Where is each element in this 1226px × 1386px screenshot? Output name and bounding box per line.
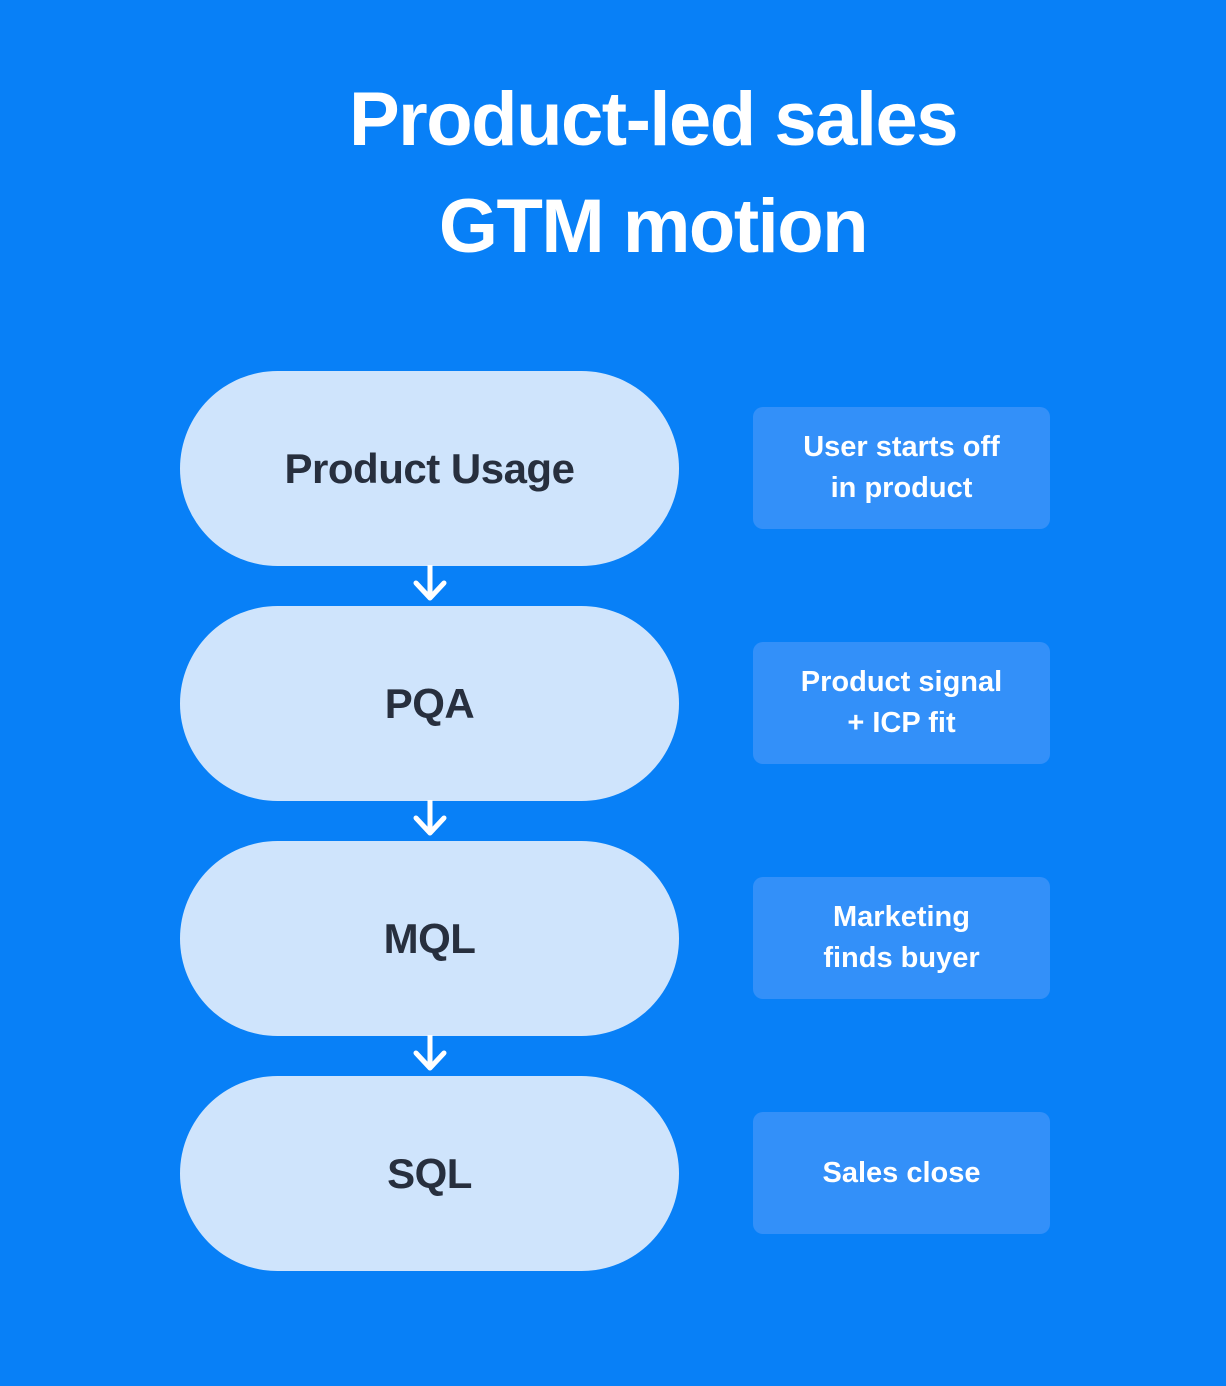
down-arrow-icon: [413, 563, 447, 605]
note-card: Product signal+ ICP fit: [753, 642, 1050, 764]
stage-pill: Product Usage: [180, 371, 679, 566]
flow-row: SQL Sales close: [180, 1076, 1050, 1271]
title-line-2: GTM motion: [438, 184, 869, 269]
flow-row: PQA Product signal+ ICP fit: [180, 606, 1050, 836]
note-text: Sales close: [822, 1156, 981, 1189]
stage-pill-label: SQL: [387, 1149, 472, 1197]
stage-pill: SQL: [180, 1076, 679, 1271]
title-line-1: Product-led sales: [348, 77, 959, 162]
down-arrow-icon: [413, 1033, 447, 1075]
page-title: Product-led sales GTM motion: [53, 66, 1226, 280]
stage-pill-label: PQA: [384, 679, 475, 727]
stage-pill: PQA: [180, 606, 679, 801]
down-arrow-icon: [413, 798, 447, 840]
stage-pill: MQL: [180, 841, 679, 1036]
note-card: Sales close: [753, 1112, 1050, 1234]
stage-pill-label: Product Usage: [284, 444, 575, 492]
stage-pill-label: MQL: [383, 914, 476, 962]
note-text: Product signal+ ICP fit: [800, 666, 1003, 739]
